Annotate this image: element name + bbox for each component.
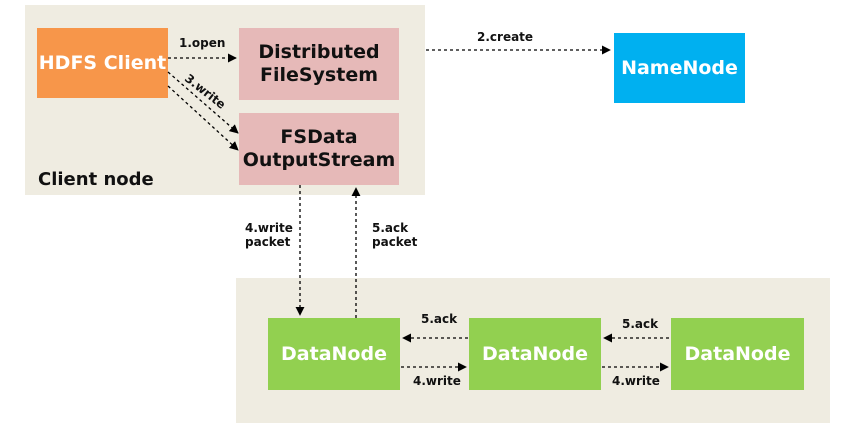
fsdata-outputstream-box[interactable]: FSData OutputStream bbox=[239, 113, 399, 185]
ack-label-2: 5.ack bbox=[622, 317, 659, 331]
datanode-box-2[interactable]: DataNode bbox=[469, 318, 601, 390]
create-label: 2.create bbox=[477, 30, 534, 44]
distributed-filesystem-label: Distributed FileSystem bbox=[258, 41, 380, 86]
open-label: 1.open bbox=[179, 36, 226, 50]
ack-packet-label: 5.ack packet bbox=[372, 221, 418, 249]
namenode-box[interactable]: NameNode bbox=[614, 33, 745, 103]
client-node-label: Client node bbox=[38, 169, 154, 190]
distributed-filesystem-box[interactable]: Distributed FileSystem bbox=[239, 28, 399, 100]
write-label-1: 4.write bbox=[413, 374, 461, 388]
datanode-box-1[interactable]: DataNode bbox=[268, 318, 400, 390]
write-packet-label: 4.write packet bbox=[245, 221, 293, 249]
namenode-label: NameNode bbox=[621, 56, 738, 79]
hdfs-client-box[interactable]: HDFS Client bbox=[37, 28, 168, 98]
datanode-label-1: DataNode bbox=[281, 342, 387, 365]
datanode-box-3[interactable]: DataNode bbox=[671, 318, 804, 390]
ack-label-1: 5.ack bbox=[421, 312, 458, 326]
write-arrow-b bbox=[167, 85, 239, 151]
datanode-label-3: DataNode bbox=[684, 342, 791, 365]
fsdata-outputstream-label: FSData OutputStream bbox=[242, 126, 396, 171]
write-label-2: 4.write bbox=[612, 374, 660, 388]
datanode-label-2: DataNode bbox=[482, 342, 588, 365]
hdfs-client-label: HDFS Client bbox=[38, 51, 167, 74]
